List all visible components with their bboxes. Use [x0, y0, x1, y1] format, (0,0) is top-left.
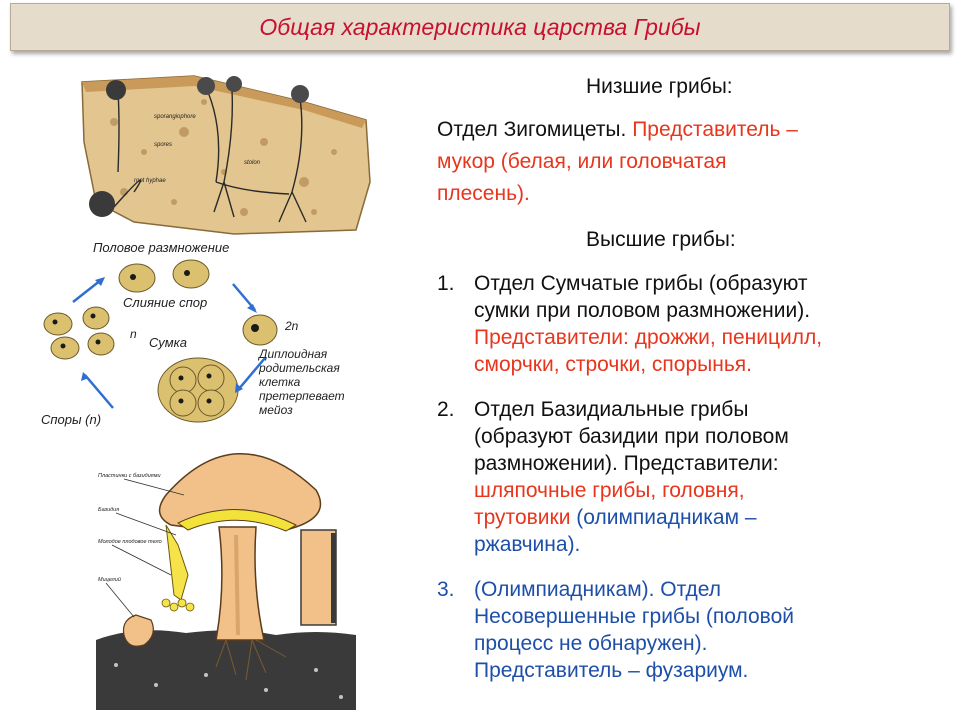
- item-3-line-1: (Олимпиадникам). Отдел: [474, 578, 722, 601]
- zygomycetes-line-2: мукор (белая, или головчатая: [437, 150, 727, 173]
- item-2-olympiad-note: (олимпиадникам –: [576, 506, 757, 529]
- cycle-label-diploid-4: претерпевает: [259, 389, 345, 403]
- mushroom-illustration: Пластинки с базидиями Базидия Молодое пл…: [96, 453, 356, 710]
- cycle-label-fusion: Слияние спор: [123, 295, 207, 310]
- item-1-line-1: Отдел Сумчатые грибы (образуют: [474, 272, 808, 295]
- mushroom-label-young: Молодое плодовое тело: [98, 539, 162, 545]
- item-1-line-3: Представители: дрожжи, пеницилл,: [474, 326, 823, 349]
- item-2-line-5: трутовики (олимпиадникам –: [474, 504, 757, 532]
- item-3-line-2: Несовершенные грибы (половой: [474, 605, 794, 628]
- item-2-line-3: размножении). Представители:: [474, 452, 779, 475]
- svg-text:spores: spores: [154, 142, 172, 148]
- cycle-label-diploid-1: Диплоидная: [257, 347, 328, 361]
- svg-text:root hyphae: root hyphae: [134, 178, 166, 184]
- cycle-label-n: n: [130, 327, 137, 341]
- ascomycete-life-cycle-diagram: Половое размножение Слияние спор n 2n Су…: [41, 240, 345, 427]
- mushroom-label-gills: Пластинки с базидиями: [98, 473, 161, 479]
- cycle-label-diploid-5: мейоз: [259, 403, 293, 417]
- item-1-number: 1.: [437, 272, 455, 295]
- cycle-label-sexual: Половое размножение: [93, 240, 229, 255]
- item-1-line-4: сморчки, строчки, спорынья.: [474, 353, 752, 376]
- lower-fungi-heading: Низшие грибы:: [586, 75, 733, 98]
- higher-fungi-heading: Высшие грибы:: [586, 228, 736, 251]
- svg-text:stolon: stolon: [244, 160, 261, 166]
- zygomycetes-line-3: плесень).: [437, 182, 530, 205]
- mucor-mold-illustration: sporangiophore spores stolon root hyphae: [81, 75, 371, 235]
- item-3-line-3: процесс не обнаружен).: [474, 632, 708, 655]
- title-bar: Общая характеристика царства Грибы: [10, 3, 950, 51]
- item-3-line-4: Представитель – фузариум.: [474, 659, 749, 682]
- item-2-polypores: трутовики: [474, 506, 571, 529]
- mushroom-label-basidium: Базидия: [98, 507, 119, 513]
- mushroom-label-mycelium: Мицелий: [98, 576, 121, 583]
- item-2-line-2: (образуют базидии при половом: [474, 425, 789, 448]
- zygomycetes-representative-label: Представитель –: [632, 118, 798, 141]
- item-1-line-2: сумки при половом размножении).: [474, 299, 811, 322]
- zygomycetes-line-1: Отдел Зигомицеты. Представитель –: [437, 116, 798, 144]
- item-2-line-4: шляпочные грибы, головня,: [474, 479, 745, 502]
- cycle-label-diploid-3: клетка: [259, 375, 301, 389]
- svg-text:sporangiophore: sporangiophore: [154, 114, 196, 120]
- zygomycetes-division: Отдел Зигомицеты.: [437, 118, 627, 141]
- cycle-label-ascus: Сумка: [149, 335, 187, 350]
- item-3-number: 3.: [437, 578, 455, 601]
- item-2-line-1: Отдел Базидиальные грибы: [474, 398, 749, 421]
- cycle-label-diploid-2: родительская: [258, 361, 340, 375]
- item-2-line-6: ржавчина).: [474, 533, 581, 556]
- cycle-label-spores: Споры (n): [41, 412, 101, 427]
- cycle-label-2n: 2n: [284, 319, 299, 333]
- slide-title: Общая характеристика царства Грибы: [259, 14, 701, 40]
- item-2-number: 2.: [437, 398, 455, 421]
